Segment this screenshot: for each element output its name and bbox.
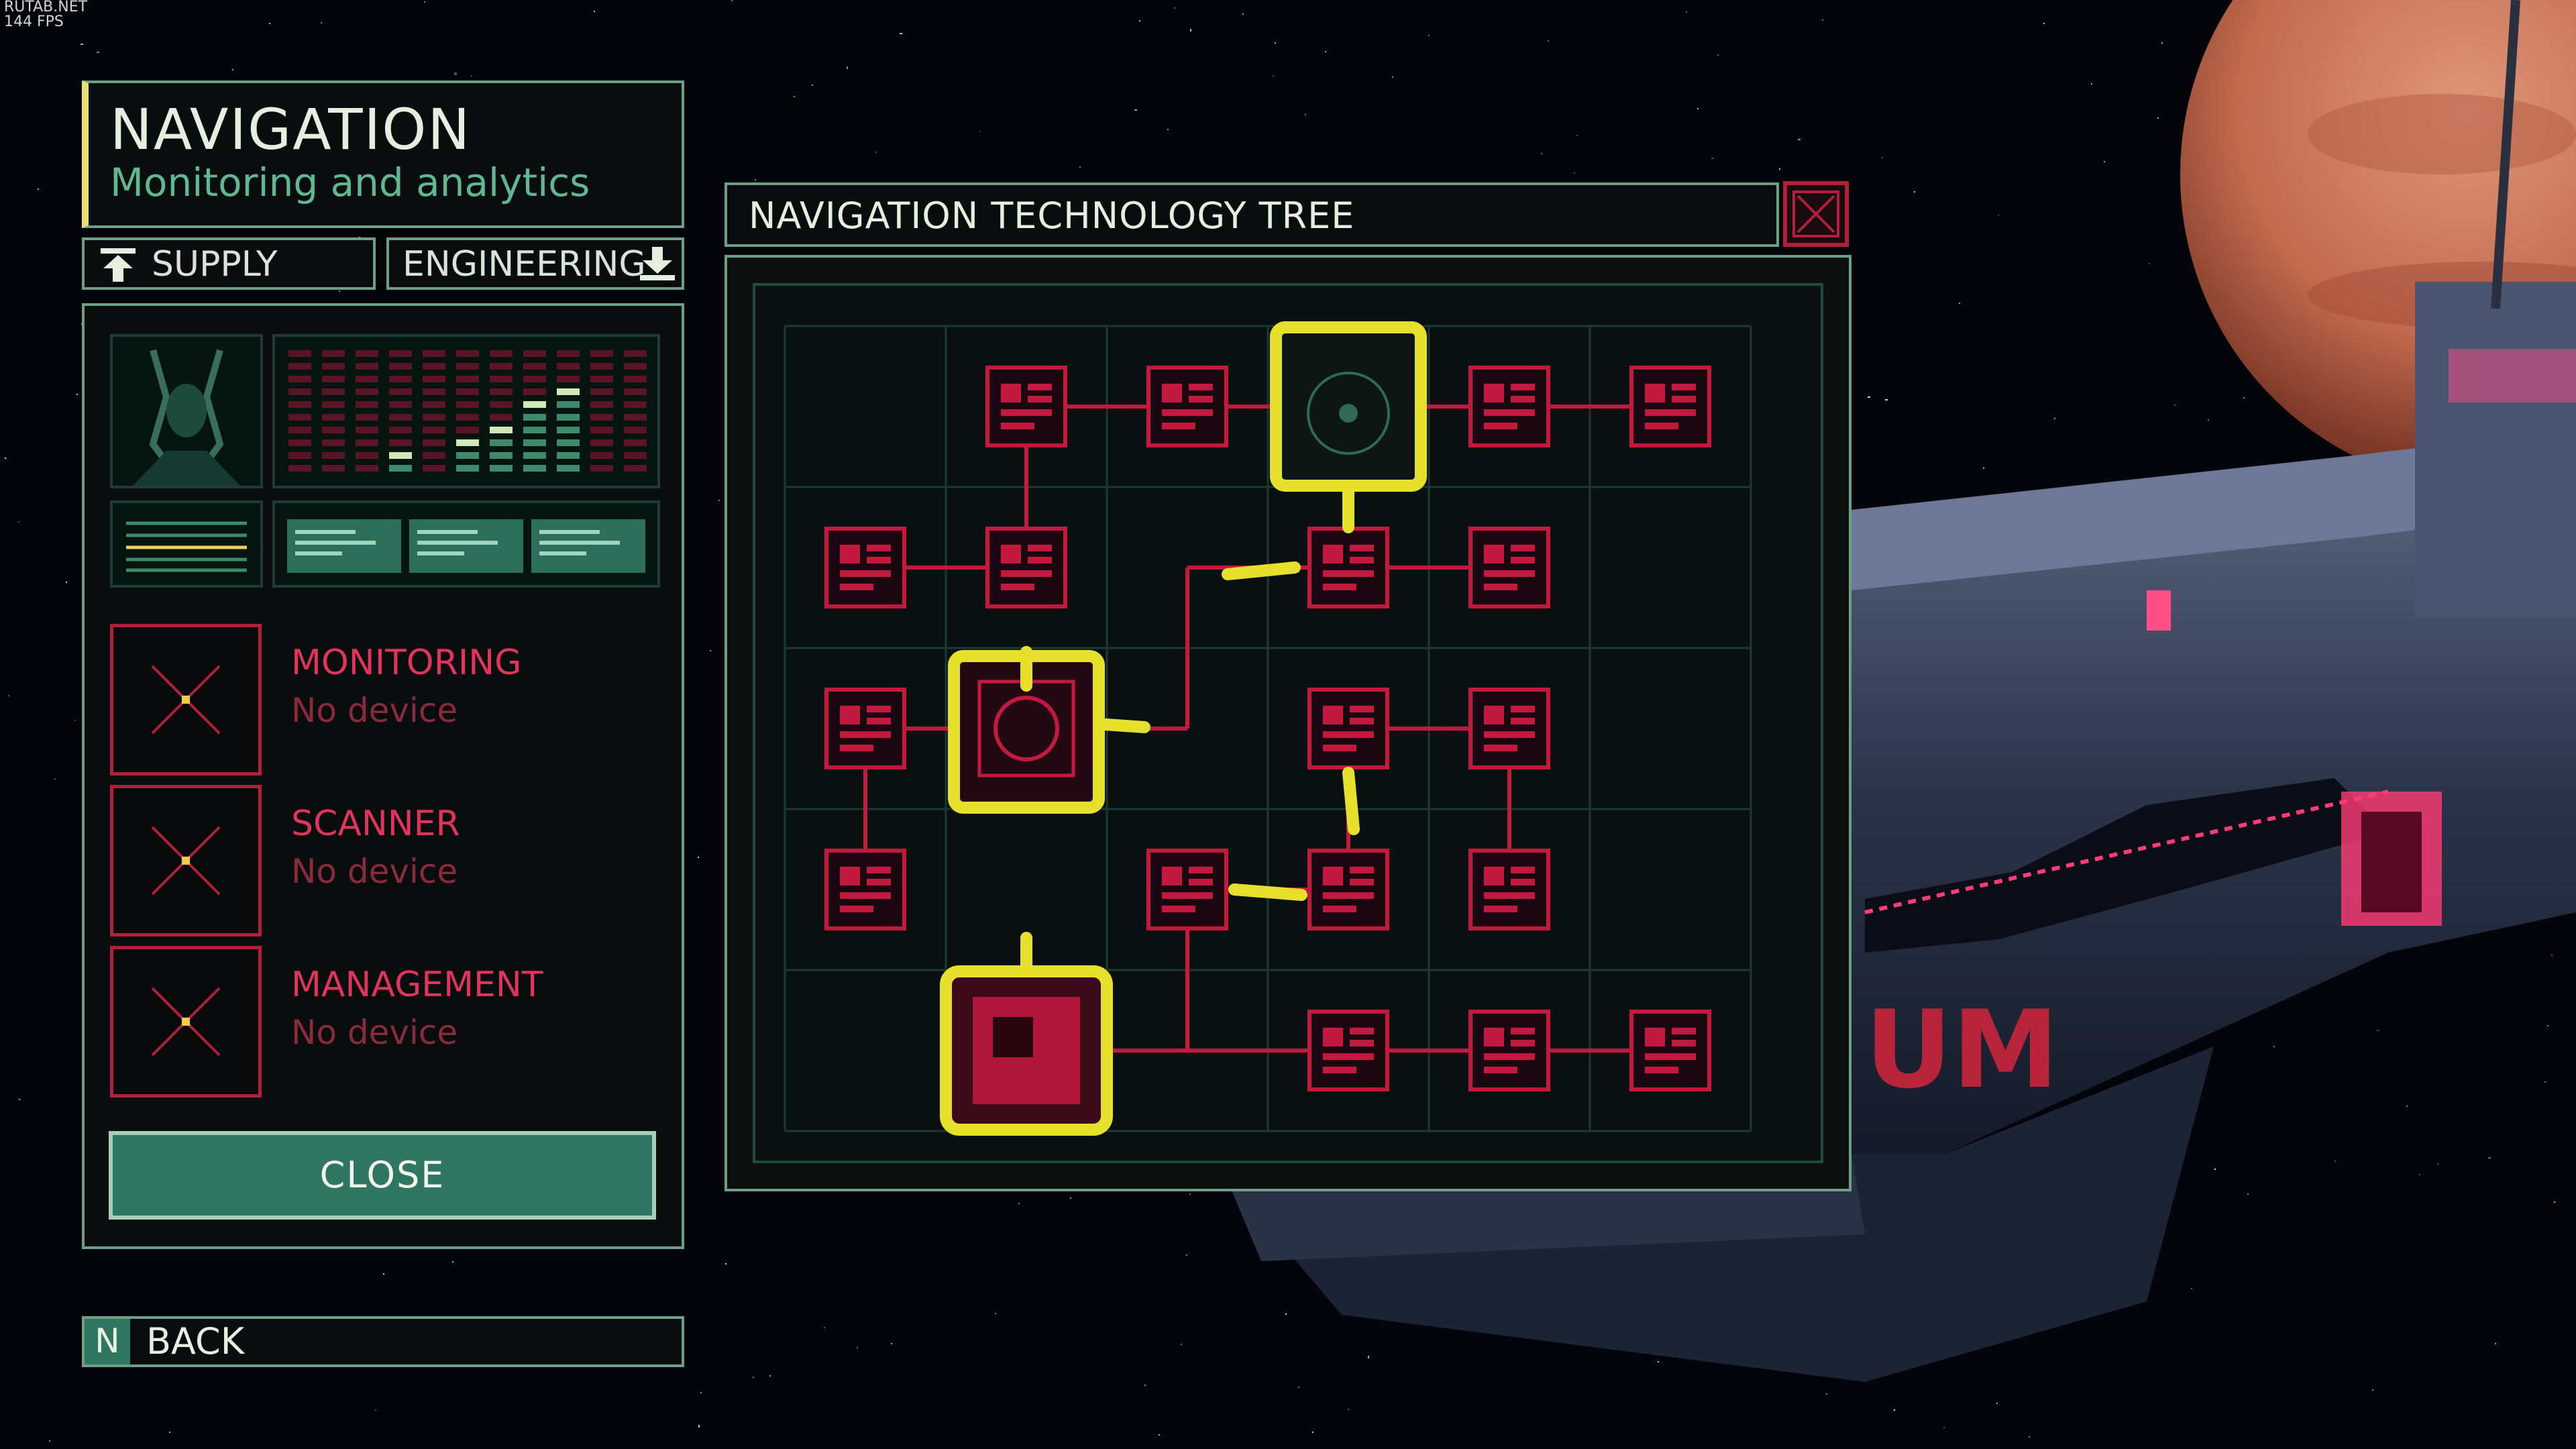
supply-arrow-icon <box>101 248 136 282</box>
operator-portrait <box>110 334 263 488</box>
slot-title: MANAGEMENT <box>291 965 543 1005</box>
tech-node[interactable] <box>1468 1010 1550 1091</box>
tech-node[interactable] <box>1307 688 1389 769</box>
highlight-mark <box>1099 718 1150 733</box>
tech-tree-grid <box>753 283 1823 1163</box>
watermark-site: RUTAB.NET <box>4 0 88 15</box>
slot-monitoring[interactable]: MONITORING No device <box>110 624 521 775</box>
tab-supply[interactable]: SUPPLY <box>82 237 376 290</box>
slot-status: No device <box>291 852 458 891</box>
tab-engineering[interactable]: ENGINEERING <box>386 237 684 290</box>
data-readout-display <box>272 500 660 588</box>
empty-slot-icon[interactable] <box>110 946 262 1097</box>
tech-node[interactable] <box>1307 1010 1389 1091</box>
tech-node[interactable] <box>985 366 1067 447</box>
back-label: BACK <box>146 1320 245 1362</box>
tech-node[interactable] <box>1307 849 1389 930</box>
tab-engineering-label: ENGINEERING <box>402 244 646 284</box>
back-hotkey[interactable]: N <box>85 1319 130 1364</box>
tech-node[interactable] <box>1146 366 1228 447</box>
page-subtitle: Monitoring and analytics <box>110 160 590 205</box>
tech-node[interactable] <box>824 688 906 769</box>
tech-node[interactable] <box>824 849 906 930</box>
back-bar[interactable]: N BACK <box>82 1316 684 1367</box>
tech-node[interactable] <box>1468 366 1550 447</box>
close-x-icon <box>1792 191 1839 237</box>
fps-counter: RUTAB.NET 144 FPS <box>4 0 87 30</box>
tech-node[interactable] <box>1468 688 1550 769</box>
tech-node[interactable] <box>1307 527 1389 608</box>
tech-node[interactable] <box>1468 849 1550 930</box>
waveform-display <box>110 500 263 588</box>
fps-value: 144 FPS <box>4 13 64 30</box>
slot-status: No device <box>291 1013 458 1052</box>
tree-titlebar: NAVIGATION TECHNOLOGY TREE <box>724 182 1779 247</box>
highlight-mark <box>1228 883 1307 901</box>
slot-scanner[interactable]: SCANNER No device <box>110 785 460 936</box>
tree-close-button[interactable] <box>1783 181 1849 247</box>
tech-tree-window <box>724 255 1851 1191</box>
empty-slot-icon[interactable] <box>110 624 262 775</box>
slot-title: MONITORING <box>291 643 522 683</box>
svg-text:UM: UM <box>1865 987 2059 1112</box>
tech-node[interactable] <box>824 527 906 608</box>
tech-node[interactable] <box>1629 366 1711 447</box>
slot-title: SCANNER <box>291 804 460 844</box>
slot-management[interactable]: MANAGEMENT No device <box>110 946 543 1097</box>
tech-node[interactable] <box>1146 849 1228 930</box>
slot-status: No device <box>291 691 458 730</box>
navigation-header: NAVIGATION Monitoring and analytics <box>82 80 684 228</box>
tech-node-highlighted[interactable] <box>940 965 1113 1136</box>
tab-supply-label: SUPPLY <box>152 244 278 284</box>
highlight-mark <box>1222 561 1301 580</box>
close-button[interactable]: CLOSE <box>109 1131 656 1220</box>
empty-slot-icon[interactable] <box>110 785 262 936</box>
tree-title: NAVIGATION TECHNOLOGY TREE <box>749 195 1355 237</box>
tech-node-highlighted[interactable] <box>1270 321 1427 492</box>
tech-node[interactable] <box>985 527 1067 608</box>
tech-node[interactable] <box>1629 1010 1711 1091</box>
signal-level-display <box>272 334 660 488</box>
tech-node[interactable] <box>1468 527 1550 608</box>
engineering-arrow-icon <box>640 247 675 280</box>
device-panel: MONITORING No device SCANNER No device M… <box>82 303 684 1249</box>
page-title: NAVIGATION <box>110 97 472 162</box>
highlight-mark <box>1342 767 1360 835</box>
